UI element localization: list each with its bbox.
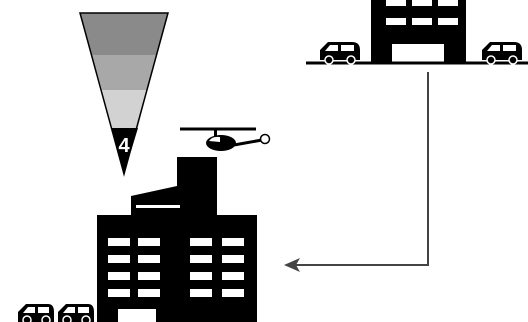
van-icon (58, 304, 94, 322)
van-icon (320, 42, 360, 65)
funnel-indicator: 4 (79, 12, 169, 177)
flow-arrow (284, 72, 429, 272)
building-with-helipad-icon (97, 157, 257, 322)
funnel-band-1 (80, 13, 168, 55)
helicopter-icon (180, 127, 271, 151)
funnel-band-4 (111, 128, 138, 174)
funnel-band-3 (102, 90, 147, 128)
van-icon (482, 42, 522, 65)
funnel-band-2 (92, 55, 156, 90)
funnel-label: 4 (118, 135, 130, 157)
van-icon (18, 304, 54, 322)
funnel-outline (79, 12, 169, 177)
building-icon (371, 0, 466, 62)
